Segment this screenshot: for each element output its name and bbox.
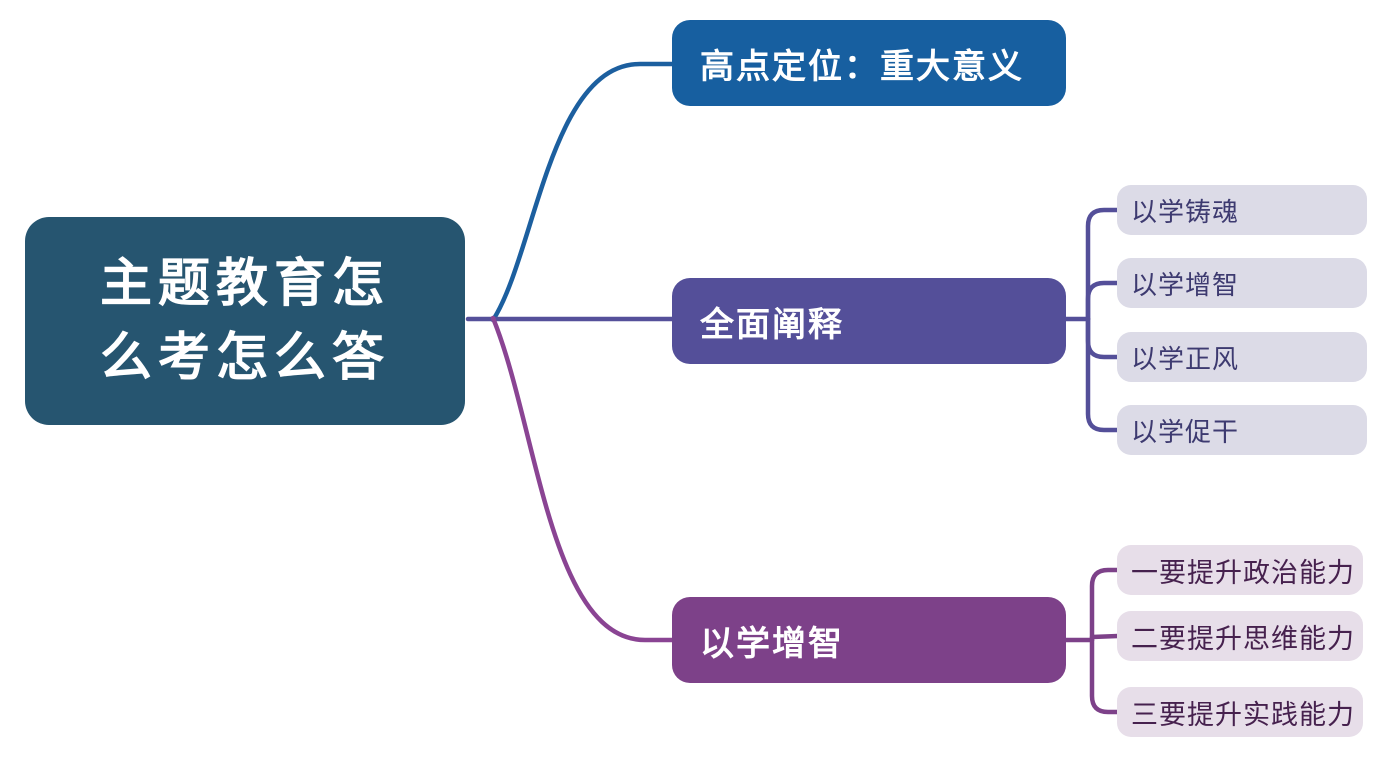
- root-node-label-line-1: 主题教育怎: [99, 255, 390, 313]
- edge-branch-middle-to-leaf-1: [1085, 207, 1121, 322]
- branch-node-top: 高点定位：重大意义: [672, 20, 1066, 106]
- leaf-node: 以学增智: [1117, 258, 1367, 308]
- leaf-label: 以学铸魂: [1131, 196, 1240, 227]
- leaf-node: 以学正风: [1117, 332, 1367, 382]
- leaf-node: 三要提升实践能力: [1117, 687, 1363, 737]
- edge-branch-bottom-to-leaf-2: [1089, 633, 1121, 640]
- root-node-label-line-2: 么考怎么答: [99, 329, 390, 387]
- edge-branch-bottom-to-leaf-1: [1089, 567, 1121, 643]
- leaf-label: 以学正风: [1131, 343, 1240, 374]
- edge-branch-middle-to-leaf-3: [1085, 316, 1121, 360]
- edge-branch-middle-to-leaf-2: [1085, 280, 1121, 322]
- edge-branch-middle-to-leaf-4: [1085, 316, 1121, 433]
- leaf-node: 一要提升政治能力: [1117, 545, 1363, 595]
- edge-root-to-branch-bottom: [490, 315, 679, 643]
- leaf-node: 以学铸魂: [1117, 185, 1367, 235]
- leaf-label: 三要提升实践能力: [1131, 699, 1355, 730]
- branch-node-bottom: 以学增智: [672, 597, 1066, 683]
- leaf-label: 二要提升思维能力: [1131, 623, 1355, 654]
- leaf-label: 以学增智: [1131, 269, 1240, 300]
- branch-node-middle-label: 全面阐释: [700, 305, 844, 344]
- edge-branch-bottom-to-leaf-3: [1089, 637, 1121, 715]
- leaf-label: 一要提升政治能力: [1131, 557, 1355, 588]
- edge-root-to-branch-top: [490, 61, 679, 323]
- leaf-node: 二要提升思维能力: [1117, 611, 1363, 661]
- leaf-label: 以学促干: [1131, 416, 1240, 447]
- leaf-node: 以学促干: [1117, 405, 1367, 455]
- branch-node-middle: 全面阐释: [672, 278, 1066, 364]
- branch-node-bottom-label: 以学增智: [700, 624, 844, 663]
- root-node: 主题教育怎 么考怎么答: [25, 217, 465, 425]
- branch-node-top-label: 高点定位：重大意义: [700, 47, 1024, 86]
